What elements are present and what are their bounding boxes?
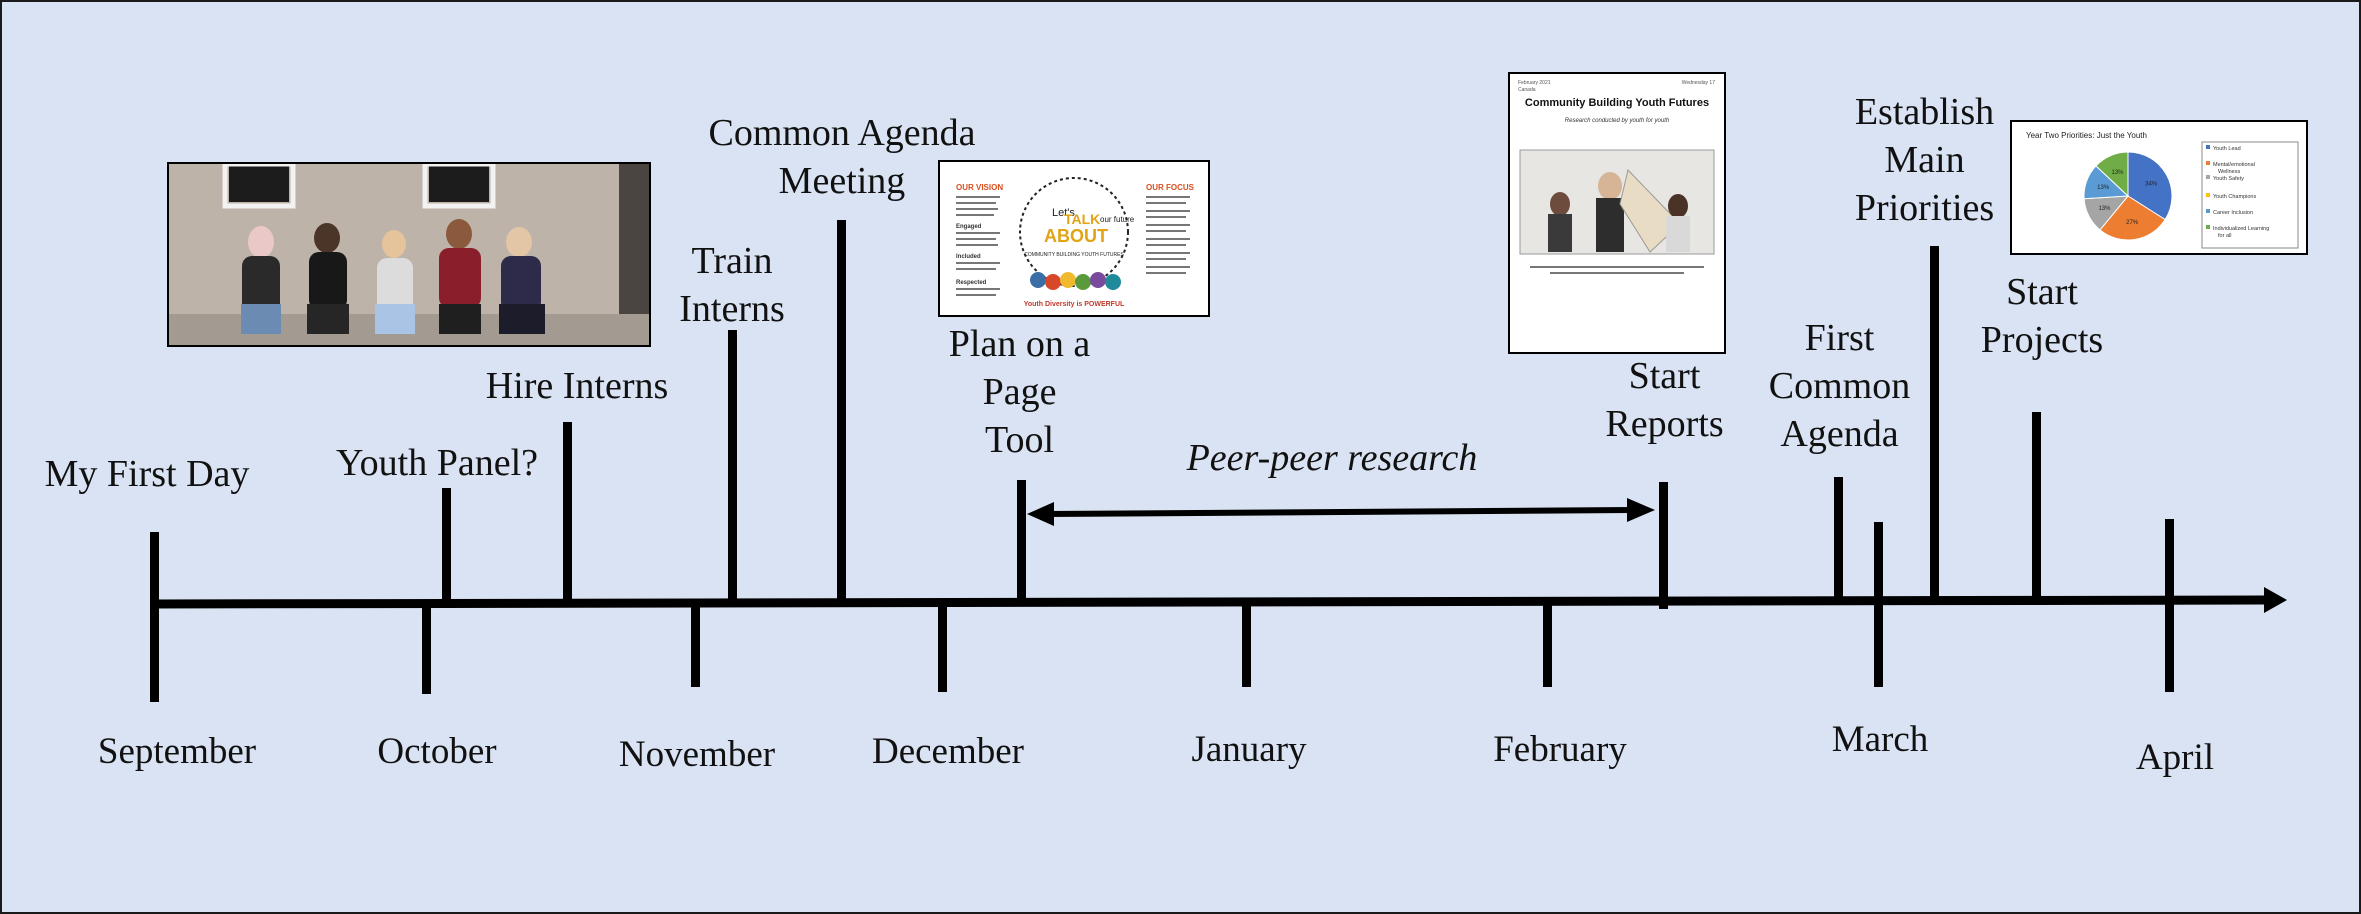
event-tick-hire-interns	[563, 422, 572, 604]
month-label-october: October	[377, 731, 497, 772]
event-tick-plan-on-a-page	[1017, 480, 1026, 602]
month-tick-october	[422, 602, 431, 694]
event-label-first-common-agenda: First Common Agenda	[1768, 317, 1911, 455]
pie-chart-title: Year Two Priorities: Just the Youth	[2026, 131, 2147, 140]
pie-slice-label: 34%	[2145, 181, 2158, 187]
peer-research-arrow-right-head	[1627, 498, 1655, 522]
pie-chart-body: 34% 27% 13% 13% 13%	[2083, 151, 2173, 241]
peer-research-arrow-left-head	[1027, 502, 1054, 526]
event-tick-establish-priorities	[1930, 246, 1939, 602]
month-label-march: March	[1831, 719, 1929, 760]
legend-swatch	[2206, 193, 2210, 197]
event-label-train-interns: Train Interns	[679, 240, 785, 330]
peer-research-label: Peer-peer research	[1186, 437, 1478, 479]
event-label-start-projects: Start Projects	[1980, 271, 2104, 361]
event-label-start-reports: Start Reports	[1605, 355, 1724, 445]
pie-slice-label: 13%	[2112, 170, 2125, 176]
legend-swatch	[2206, 161, 2210, 165]
event-label-my-first-day: My First Day	[44, 453, 250, 495]
month-label-february: February	[1493, 729, 1627, 770]
event-label-youth-panel: Youth Panel?	[336, 442, 538, 484]
poster-center-line2: TALK	[1064, 211, 1100, 227]
event-tick-youth-panel	[442, 488, 451, 603]
poster-footer: Youth Diversity is POWERFUL	[1024, 301, 1125, 308]
legend-swatch	[2206, 225, 2210, 229]
report-title: Community Building Youth Futures	[1525, 97, 1709, 109]
poster-center-line3: ABOUT	[1044, 226, 1108, 246]
poster-vision-heading: OUR VISION	[956, 183, 1003, 192]
legend-swatch	[2206, 145, 2210, 149]
report-subtitle: Research conducted by youth for youth	[1565, 118, 1670, 124]
legend-label: Youth Champions	[2213, 194, 2256, 200]
event-tick-common-agenda-meeting	[837, 220, 846, 604]
month-tick-february	[1543, 602, 1552, 687]
event-tick-train-interns	[728, 330, 737, 602]
month-tick-april	[2165, 519, 2174, 692]
pie-slice-label: 13%	[2097, 185, 2110, 191]
event-label-establish-priorities: Establish Main Priorities	[1854, 91, 1995, 229]
poster-center-line4: our future	[1100, 215, 1135, 224]
pie-slice	[2099, 195, 2166, 241]
event-tick-first-common-agenda	[1834, 477, 1843, 602]
month-label-november: November	[618, 734, 776, 775]
legend-swatch	[2206, 175, 2210, 179]
month-label-january: January	[1191, 729, 1307, 770]
pie-slice-label: 27%	[2126, 220, 2139, 226]
event-label-common-agenda-meeting: Common Agenda Meeting	[708, 112, 976, 202]
talk-about-our-future-poster: OUR VISION OUR FOCUS Engaged Included Re…	[938, 160, 1210, 317]
poster-vision-item-respected: Respected	[956, 280, 987, 286]
peer-research-arrow	[1046, 507, 1633, 517]
month-tick-december	[938, 602, 947, 692]
report-date-left: February 2021	[1518, 80, 1551, 86]
poster-vision-item-engaged: Engaged	[956, 224, 982, 230]
event-tick-start-projects	[2032, 412, 2041, 602]
poster-vision-item-included: Included	[956, 254, 981, 260]
priorities-pie-chart: Year Two Priorities: Just the Youth 34% 2…	[2010, 120, 2308, 255]
month-label-september: September	[97, 731, 257, 772]
pie-slice	[2095, 151, 2129, 198]
pie-slice-label: 13%	[2098, 206, 2111, 212]
month-tick-september	[150, 532, 159, 702]
month-label-april: April	[2135, 737, 2215, 778]
event-label-plan-on-a-page: Plan on a Page Tool	[948, 323, 1091, 461]
poster-center-sub: COMMUNITY BUILDING YOUTH FUTURES	[1024, 252, 1124, 258]
youth-photo	[167, 162, 651, 347]
report-place: Canada	[1518, 87, 1536, 93]
month-tick-january	[1242, 602, 1251, 687]
report-cover: February 2021 Canada Wednesday 17 Commun…	[1508, 72, 1726, 354]
legend-label: Youth Safety	[2213, 176, 2244, 182]
legend-label: Youth Lead	[2213, 146, 2241, 152]
event-tick-start-reports	[1659, 482, 1668, 609]
event-label-hire-interns: Hire Interns	[485, 365, 669, 407]
month-tick-march	[1874, 522, 1883, 687]
report-date-right: Wednesday 17	[1682, 80, 1715, 86]
legend-swatch	[2206, 209, 2210, 213]
poster-center-line1: Let's	[1052, 207, 1075, 219]
month-tick-november	[691, 602, 700, 687]
month-label-december: December	[871, 731, 1024, 772]
legend-label: Career Inclusion	[2213, 210, 2253, 216]
poster-focus-heading: OUR FOCUS	[1146, 183, 1195, 192]
